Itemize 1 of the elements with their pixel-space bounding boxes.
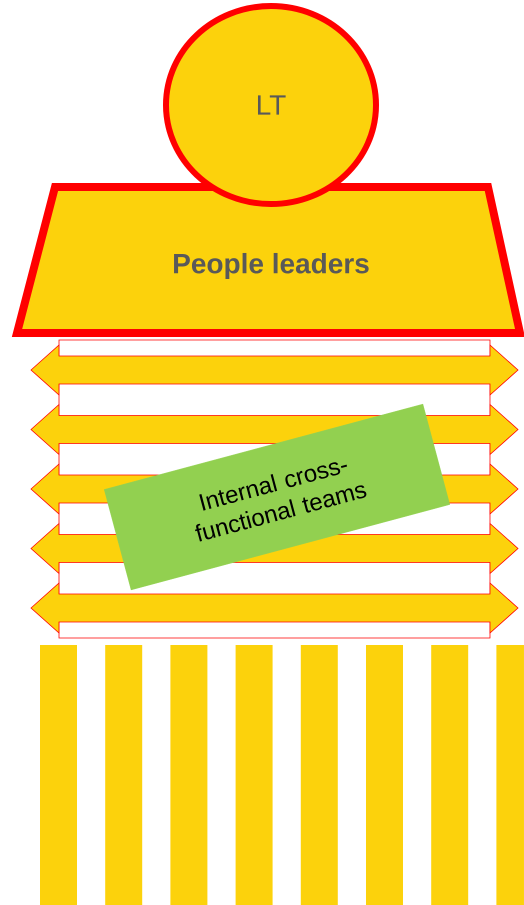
circle-node: LT (163, 3, 379, 207)
